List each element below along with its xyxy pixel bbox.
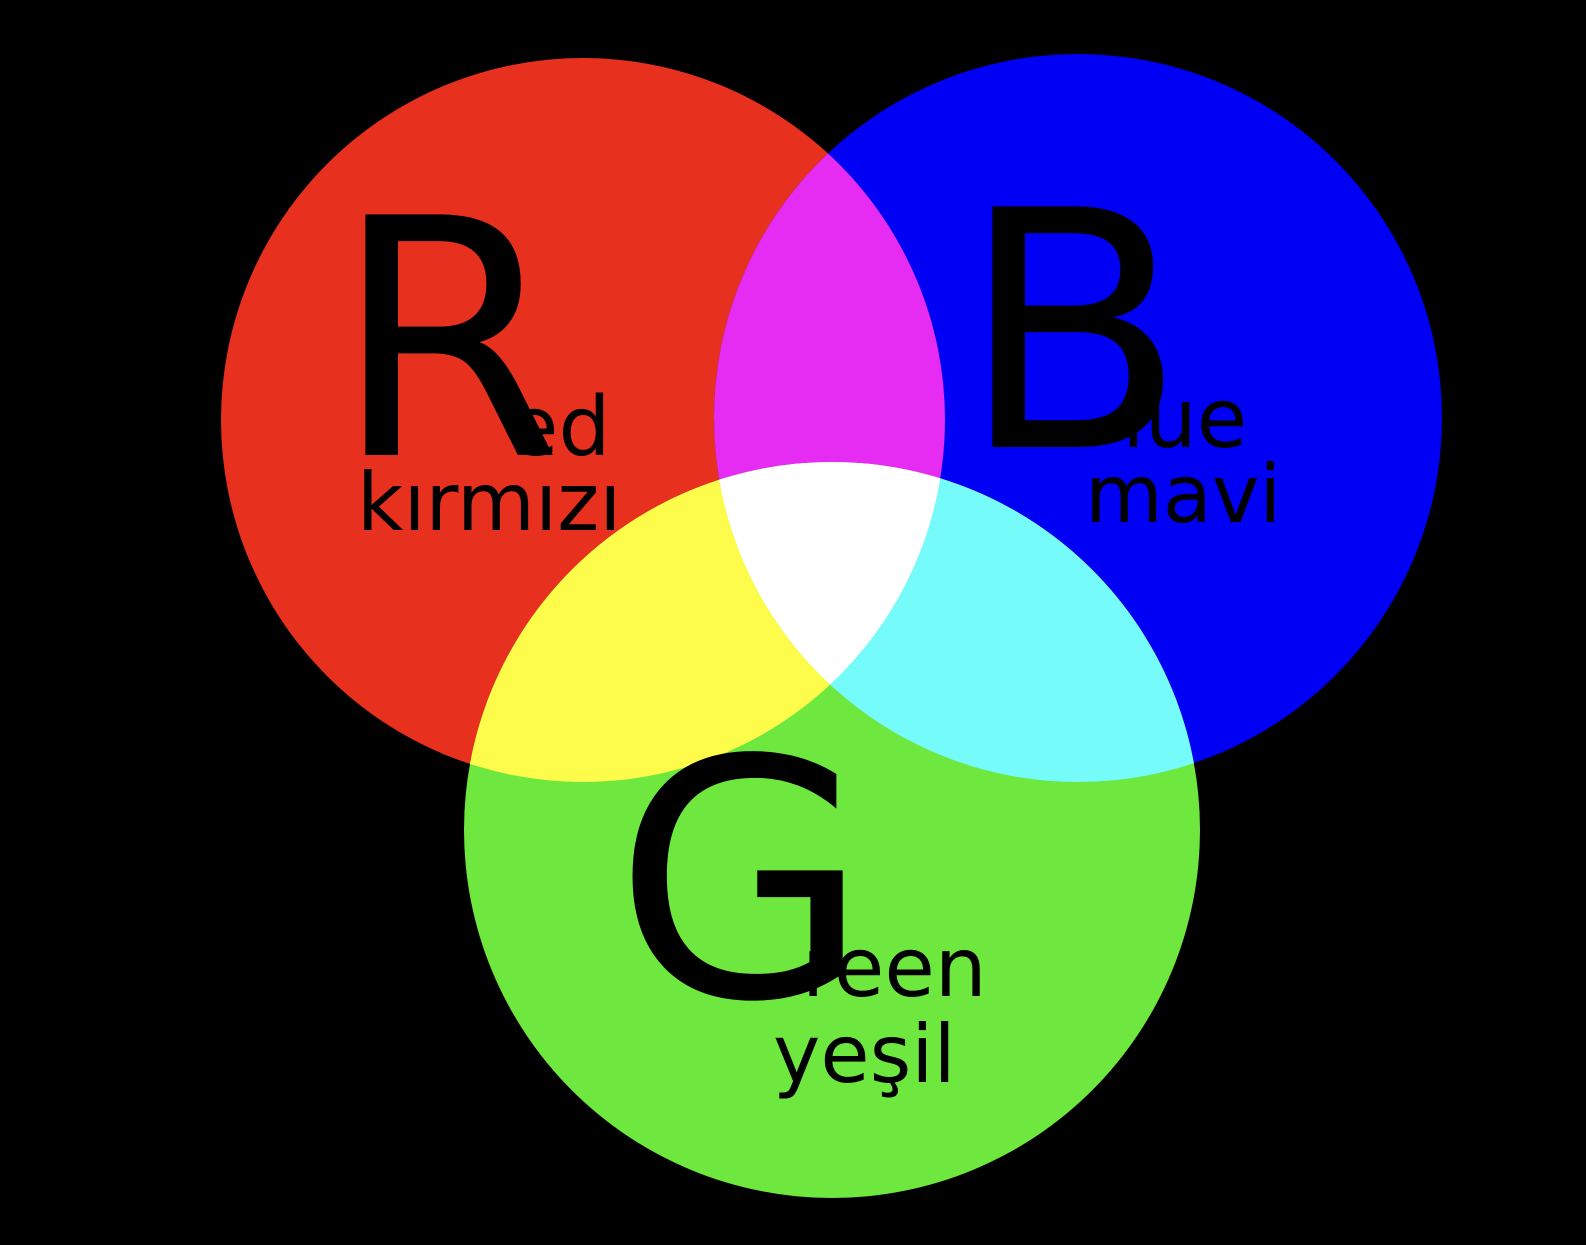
blue-rest: lue	[1122, 372, 1247, 467]
red-initial: R	[333, 149, 562, 533]
green-rest: reen	[802, 921, 987, 1016]
blue-green-overlap	[714, 462, 1200, 782]
blue-initial: B	[960, 141, 1186, 525]
red-green-overlap	[464, 462, 945, 782]
red-rest: ed	[508, 380, 611, 475]
blue-translation: mavi	[1085, 448, 1282, 541]
red-translation: kırmızı	[357, 456, 621, 549]
green-initial: G	[614, 690, 870, 1074]
green-translation: yeşil	[773, 1008, 956, 1101]
